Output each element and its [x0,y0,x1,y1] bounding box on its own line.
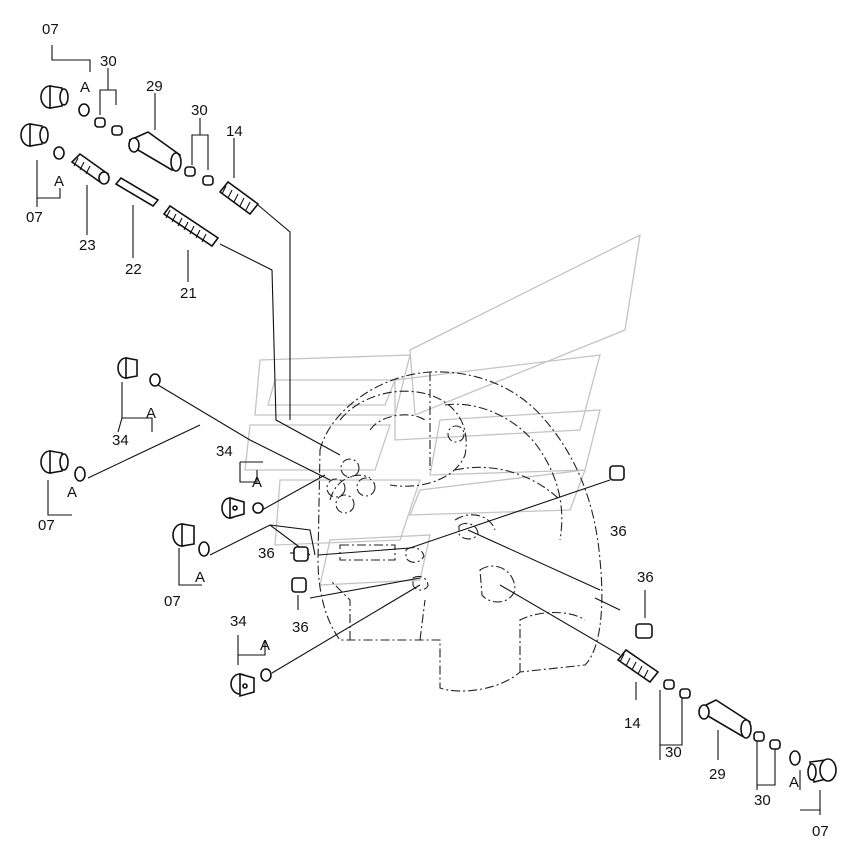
callout-label: A [54,173,64,190]
callout-label: 07 [812,823,829,840]
callout-label: 23 [79,237,96,254]
pin-30-e [663,679,675,690]
callout-label: 36 [610,523,627,540]
pin-30-h [769,739,781,750]
callout-label: 21 [180,285,197,302]
callout-label: 34 [216,443,233,460]
o-ring-34-bottom [260,668,272,682]
callout-label: 30 [100,53,117,70]
callout-label: 34 [230,613,247,630]
o-ring-lower [198,541,210,557]
pin-30-f [679,688,691,699]
callout-label: 30 [191,102,208,119]
screw-23 [70,152,110,185]
callout-label: 30 [665,744,682,761]
plug-07-top [40,85,69,109]
callout-label: 14 [226,123,243,140]
plug-07-left [20,123,49,147]
callout-label: 22 [125,261,142,278]
pin-30-c [184,166,196,177]
spring-21 [162,204,220,248]
plug-34-bottom [230,672,255,698]
callout-label: A [789,774,799,791]
o-ring-mid [74,466,86,482]
leader-lines [36,45,821,815]
rod-22 [114,176,160,208]
callout-label: A [67,484,77,501]
callout-label: A [260,637,270,654]
callout-label: 07 [26,209,43,226]
plug-34-top [117,357,138,379]
plug-07-lower [172,523,195,547]
spool-29-top [128,131,182,172]
pin-30-g [753,731,765,742]
callout-label: 29 [709,766,726,783]
plug-36-b [291,577,307,593]
o-ring-34-mid [252,502,264,514]
o-ring-34-top [149,373,161,387]
o-ring-left [53,146,65,160]
callout-label: 14 [624,715,641,732]
callout-label: 30 [754,792,771,809]
callout-label: 36 [292,619,309,636]
callout-label: 36 [637,569,654,586]
plug-36-a [293,546,309,562]
callout-label: A [80,79,90,96]
pin-30-a [94,117,106,128]
parts [20,85,837,783]
callout-label: A [195,569,205,586]
spring-14-top [218,180,260,216]
spool-29-bottom [698,699,752,739]
callout-labels: 07 A 30 29 30 14 A 07 23 22 21 A 34 34 A… [26,21,829,840]
plug-36-d [635,623,653,639]
callout-label: 36 [258,545,275,562]
callout-label: 34 [112,432,129,449]
plug-34-mid [221,496,245,520]
o-ring-bottom [789,750,801,766]
callout-label: 07 [38,517,55,534]
o-ring-top [78,103,90,117]
callout-label: 29 [146,78,163,95]
pin-30-d [202,175,214,186]
callout-label: A [146,405,156,422]
callout-label: 07 [164,593,181,610]
plug-07-mid [40,450,69,474]
callout-label: 07 [42,21,59,38]
plug-07-bottom [807,758,837,783]
watermark-logo [244,233,641,586]
pin-30-b [111,125,123,136]
callout-label: A [252,474,262,491]
plug-36-c [609,465,625,481]
spring-14-bottom [616,648,660,684]
